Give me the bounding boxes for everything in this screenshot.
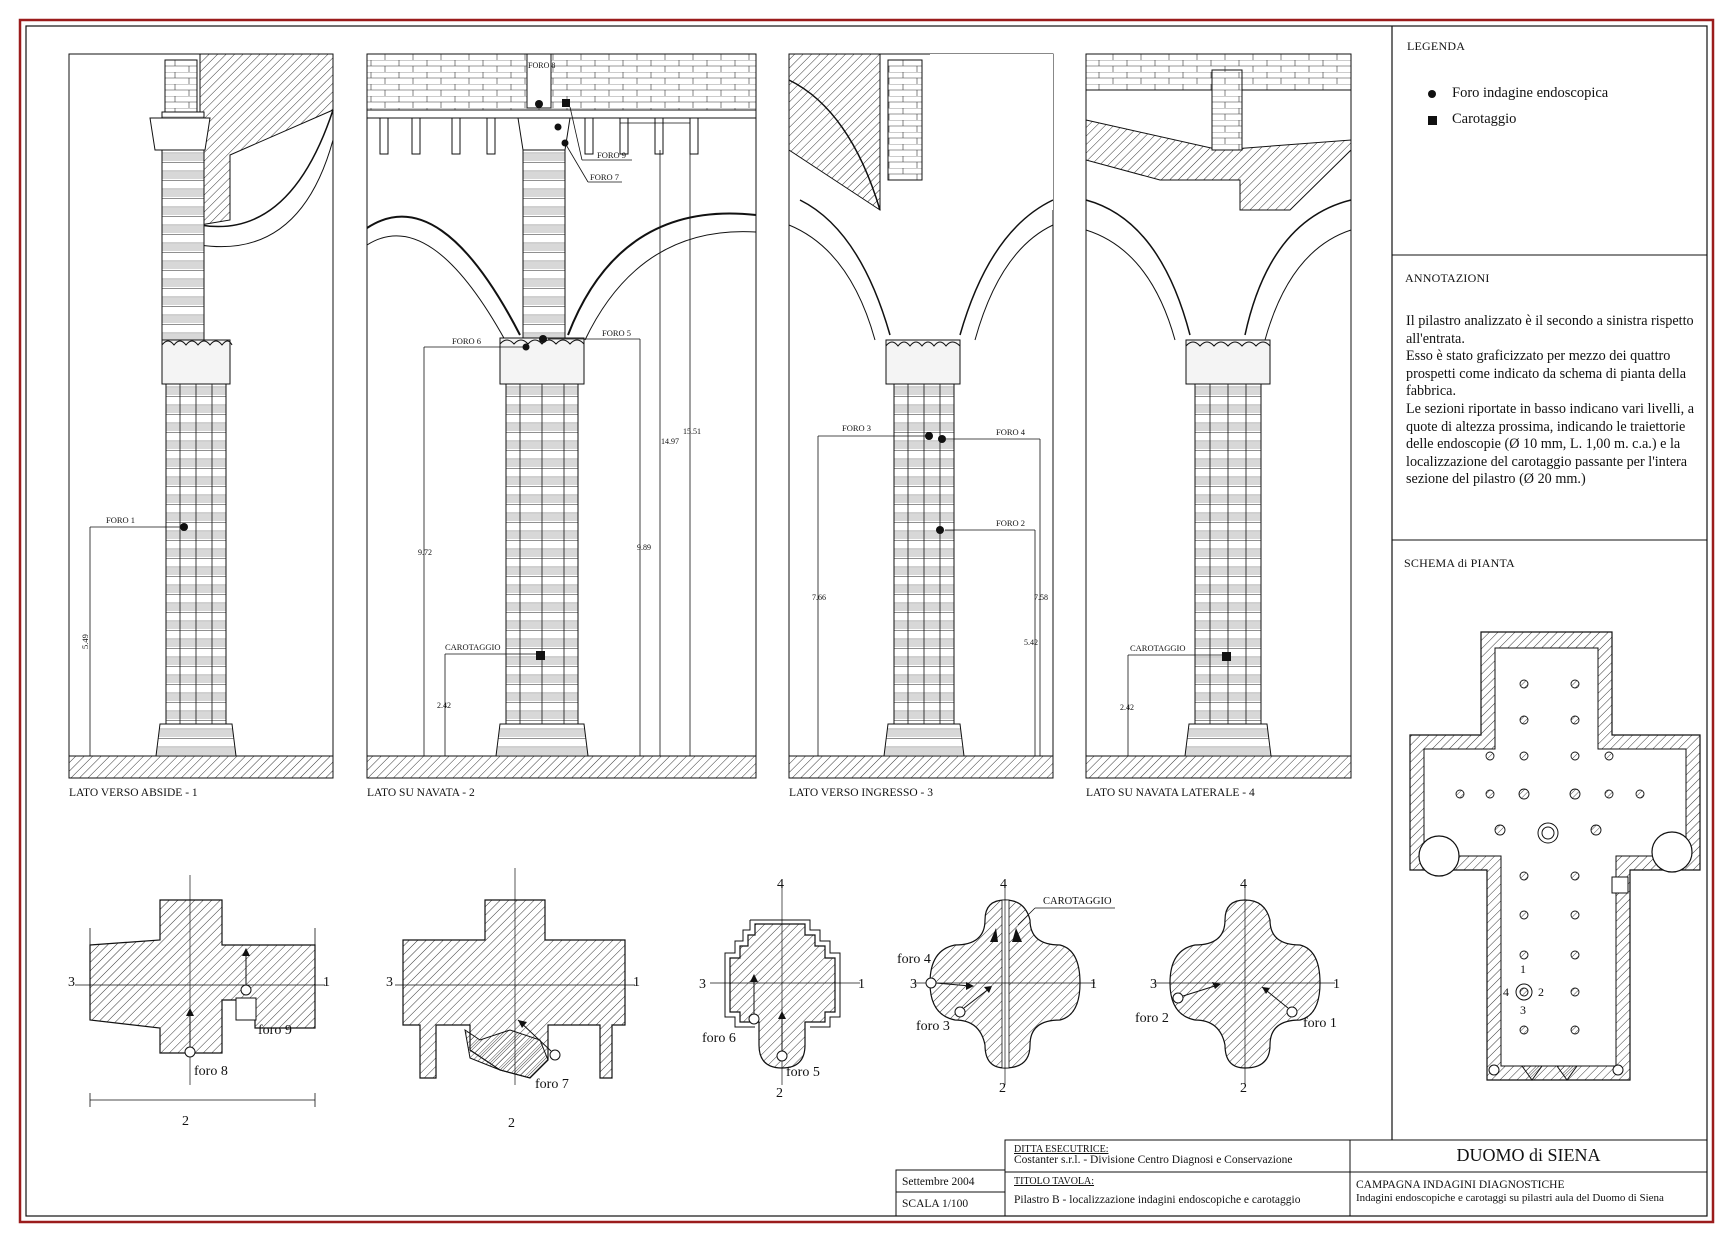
- s4-axis-3: 3: [910, 977, 917, 992]
- annotation-paragraph-1: Il pilastro analizzato è il secondo a si…: [1406, 313, 1694, 347]
- s1-foro-9: foro 9: [258, 1023, 292, 1038]
- s2-axis-1: 1: [633, 975, 640, 990]
- caption-elevation-4: LATO SU NAVATA LATERALE - 4: [1086, 787, 1255, 799]
- label-foro-3: FORO 3: [842, 423, 871, 433]
- scale-cell: SCALA 1/100: [902, 1198, 969, 1210]
- s4-foro-4: foro 4: [897, 952, 931, 967]
- s1-foro-8: foro 8: [194, 1064, 228, 1079]
- s3-axis-3: 3: [699, 977, 706, 992]
- s3-axis-4: 4: [777, 877, 784, 892]
- s1-axis-1: 1: [323, 975, 330, 990]
- dim-5-42: 5.42: [1024, 638, 1038, 647]
- dim-2-42-a: 2.42: [437, 701, 451, 710]
- s4-foro-3: foro 3: [916, 1019, 950, 1034]
- legend-item-foro: Foro indagine endoscopica: [1452, 85, 1609, 101]
- elevation-1: [68, 53, 334, 779]
- date-cell: Settembre 2004: [902, 1176, 975, 1188]
- project-title: DUOMO di SIENA: [1456, 1145, 1601, 1165]
- section-labels: 3 1 2 foro 9 foro 8 3 1 2 foro 7 4 3 1 2…: [68, 877, 1340, 1131]
- caption-elevation-2: LATO SU NAVATA - 2: [367, 787, 475, 799]
- s5-axis-3: 3: [1150, 977, 1157, 992]
- s4-axis-2: 2: [999, 1081, 1006, 1096]
- label-foro-1: FORO 1: [106, 515, 135, 525]
- titolo-label: TITOLO TAVOLA:: [1014, 1176, 1095, 1187]
- s2-axis-2: 2: [508, 1116, 515, 1131]
- s3-foro-6: foro 6: [702, 1031, 736, 1046]
- section-2: [395, 868, 635, 1085]
- caption-elevation-3: LATO VERSO INGRESSO - 3: [789, 787, 933, 799]
- section-5: [1155, 888, 1335, 1085]
- s2-axis-3: 3: [386, 975, 393, 990]
- label-carotaggio-4: CAROTAGGIO: [1130, 643, 1186, 653]
- s5-foro-2: foro 2: [1135, 1011, 1169, 1026]
- section-3: [710, 888, 860, 1085]
- titolo-value: Pilastro B - localizzazione indagini end…: [1014, 1194, 1301, 1206]
- s3-axis-1: 1: [858, 977, 865, 992]
- s5-foro-1: foro 1: [1303, 1016, 1337, 1031]
- title-block-frame: [895, 1139, 1708, 1217]
- plan-side-3: 3: [1520, 1003, 1526, 1017]
- s3-axis-2: 2: [776, 1086, 783, 1101]
- elevation-captions: LATO VERSO ABSIDE - 1 LATO SU NAVATA - 2…: [69, 787, 1255, 799]
- label-foro-9: FORO 9: [597, 150, 626, 160]
- dim-9-89: 9.89: [637, 543, 651, 552]
- dim-15-51: 15.51: [683, 427, 701, 436]
- legend-dot-symbol: [1428, 90, 1436, 98]
- s2-foro-7: foro 7: [535, 1077, 569, 1092]
- s1-axis-2: 2: [182, 1114, 189, 1129]
- ditta-label: DITTA ESECUTRICE:: [1014, 1144, 1109, 1155]
- legend-title: LEGENDA: [1407, 39, 1466, 53]
- plan-schema: [1409, 631, 1701, 1081]
- sheet-inner-frame: [25, 25, 1708, 1217]
- s5-axis-1: 1: [1333, 977, 1340, 992]
- annotations-body: Il pilastro analizzato è il secondo a si…: [1406, 313, 1696, 489]
- campaign-title: CAMPAGNA INDAGINI DIAGNOSTICHE: [1356, 1179, 1565, 1191]
- s5-axis-4: 4: [1240, 877, 1247, 892]
- dim-2-42-b: 2.42: [1120, 703, 1134, 712]
- plan-side-1: 1: [1520, 962, 1526, 976]
- plan-side-4: 4: [1503, 985, 1509, 999]
- elevation-4: [1085, 53, 1352, 779]
- annotations-title: ANNOTAZIONI: [1405, 271, 1490, 285]
- label-carotaggio-2: CAROTAGGIO: [445, 642, 501, 652]
- label-foro-6: FORO 6: [452, 336, 481, 346]
- legend-square-symbol: [1428, 116, 1437, 125]
- s4-carotaggio: CAROTAGGIO: [1043, 896, 1112, 907]
- s3-foro-5: foro 5: [786, 1065, 820, 1080]
- ditta-value: Costanter s.r.l. - Divisione Centro Diag…: [1014, 1154, 1293, 1166]
- s4-axis-4: 4: [1000, 877, 1007, 892]
- section-1: [75, 875, 325, 1107]
- dim-5-49: 5.49: [80, 634, 90, 649]
- label-foro-4: FORO 4: [996, 427, 1026, 437]
- annotation-paragraph-3: Le sezioni riportate in basso indicano v…: [1406, 400, 1694, 488]
- plan-side-2: 2: [1538, 985, 1544, 999]
- dim-9-72: 9.72: [418, 548, 432, 557]
- label-foro-2: FORO 2: [996, 518, 1025, 528]
- sheet-outer-frame: [18, 18, 1715, 1224]
- label-foro-5: FORO 5: [602, 328, 631, 338]
- elevation-labels: FORO 1 5.49 FORO 8 FORO 9 FORO 7 FORO 6 …: [80, 61, 1186, 712]
- section-4: [915, 888, 1115, 1085]
- legend-item-carotaggio: Carotaggio: [1452, 111, 1517, 127]
- elevation-3: [788, 53, 1054, 779]
- label-foro-7: FORO 7: [590, 172, 619, 182]
- s5-axis-2: 2: [1240, 1081, 1247, 1096]
- caption-elevation-1: LATO VERSO ABSIDE - 1: [69, 787, 198, 799]
- label-foro-8: FORO 8: [528, 61, 555, 70]
- s1-axis-3: 3: [68, 975, 75, 990]
- plan-schema-title: SCHEMA di PIANTA: [1404, 556, 1515, 570]
- plan-labels: 1 4 2 3: [1503, 962, 1544, 1017]
- dim-7-66: 7.66: [812, 593, 826, 602]
- dim-7-58: 7.58: [1034, 593, 1048, 602]
- elevation-2: [366, 53, 757, 779]
- campaign-subtitle: Indagini endoscopiche e carotaggi su pil…: [1356, 1192, 1664, 1204]
- annotation-paragraph-2: Esso è stato graficizzato per mezzo dei …: [1406, 348, 1687, 400]
- dim-14-97: 14.97: [661, 437, 679, 446]
- s4-axis-1: 1: [1090, 977, 1097, 992]
